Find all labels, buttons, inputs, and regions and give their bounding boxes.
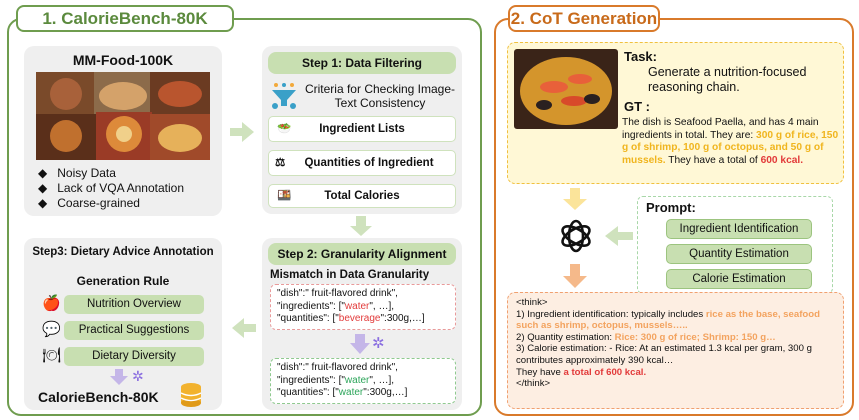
mmfood-bullet-2: ◆ Lack of VQA Annotation — [38, 181, 184, 195]
calorie-bench-label: CalorieBench-80K — [38, 389, 159, 405]
calorie-bench-frame — [7, 18, 482, 416]
granularity-after: "dish":" fruit-flavored drink", "ingredi… — [270, 358, 456, 404]
mmfood-panel: MM-Food-100K ◆ Noisy Data ◆ Lack of VQA … — [24, 46, 222, 216]
database-icon — [180, 383, 202, 407]
mmfood-bullet-1: ◆ Noisy Data — [38, 166, 116, 180]
section2-title: 2. CoT Generation — [508, 5, 660, 32]
section1-title: 1. CalorieBench-80K — [16, 5, 234, 32]
seafood-paella-image — [514, 49, 618, 129]
step2-mismatch: Mismatch in Data Granularity — [270, 269, 430, 281]
calories-icon: 🍱 — [277, 190, 292, 202]
think-line-2: 2) Quantity estimation: Rice: 300 g of r… — [516, 331, 776, 343]
arrow-right-icon — [230, 122, 254, 142]
step3-rule: Generation Rule — [76, 274, 170, 288]
arrow-down-icon — [563, 264, 587, 288]
food-collage-image — [36, 72, 210, 160]
llm-logo-icon — [561, 219, 591, 253]
step3-panel: Step3: Dietary Advice Annotation Generat… — [24, 238, 222, 410]
ai-logo-icon: ✲ — [132, 368, 144, 384]
granularity-before: "dish":" fruit-flavored drink", "ingredi… — [270, 284, 456, 330]
arrow-left-icon — [605, 226, 633, 246]
mmfood-bullet-3: ◆ Coarse-grained — [38, 196, 140, 210]
arrow-left-icon — [232, 318, 256, 338]
prompt-item-ingredient-identification: Ingredient Identification — [666, 219, 812, 239]
think-close: </think> — [516, 378, 551, 390]
step3-title: Step3: Dietary Advice Annotation — [32, 246, 214, 258]
food-pyramid-icon: 🍎 — [42, 295, 61, 312]
arrow-down-icon — [110, 369, 128, 385]
think-line-1: 1) Ingredient identification: typically … — [516, 308, 820, 332]
step1-item-total-calories: 🍱 Total Calories — [268, 184, 456, 208]
think-box: <think> 1) Ingredient identification: ty… — [507, 292, 844, 409]
prompt-item-quantity-estimation: Quantity Estimation — [666, 244, 812, 264]
step1-criteria: Criteria for Checking Image-Text Consist… — [304, 82, 456, 110]
step3-item-dietary-diversity: Dietary Diversity — [64, 347, 204, 366]
filter-icon — [272, 83, 296, 109]
think-line-4: They have a total of 600 kcal. — [516, 366, 647, 378]
step3-item-nutrition-overview: Nutrition Overview — [64, 295, 204, 314]
diverse-food-icon: 🍽 — [42, 347, 62, 364]
arrow-down-icon — [563, 188, 587, 210]
suggestion-icon: 💬 — [42, 321, 61, 338]
task-text: Generate a nutrition-focused reasoning c… — [648, 65, 807, 94]
step2-panel: Step 2: Granularity Alignment Mismatch i… — [262, 238, 462, 410]
task-label: Task: — [624, 49, 657, 64]
prompt-item-calorie-estimation: Calorie Estimation — [666, 269, 812, 289]
gt-text: The dish is Seafood Paella, and has 4 ma… — [622, 117, 839, 166]
arrow-down-icon — [350, 334, 370, 354]
think-line-3: 3) Calorie estimation: - Rice: At an est… — [516, 343, 812, 366]
think-open: <think> — [516, 297, 548, 308]
ai-logo-icon: ✲ — [372, 335, 385, 352]
step3-item-practical-suggestions: Practical Suggestions — [64, 321, 204, 340]
prompt-label: Prompt: — [646, 200, 696, 215]
step2-title: Step 2: Granularity Alignment — [268, 243, 456, 265]
arrow-down-icon — [350, 216, 372, 236]
mmfood-title: MM-Food-100K — [72, 52, 174, 68]
bowl-icon: 🥗 — [277, 123, 292, 135]
step1-item-ingredient-lists: 🥗 Ingredient Lists — [268, 116, 456, 142]
prompt-box: Prompt: Ingredient Identification Quanti… — [637, 196, 833, 294]
step1-panel: Step 1: Data Filtering Criteria for Chec… — [262, 46, 462, 214]
gt-label: GT : — [624, 99, 650, 114]
step1-item-quantities: ⚖ Quantities of Ingredient — [268, 150, 456, 176]
task-box: Task: Generate a nutrition-focused reaso… — [507, 42, 844, 184]
scale-icon: ⚖ — [275, 157, 286, 169]
cot-generation-frame — [494, 18, 854, 416]
step1-title: Step 1: Data Filtering — [268, 52, 456, 74]
